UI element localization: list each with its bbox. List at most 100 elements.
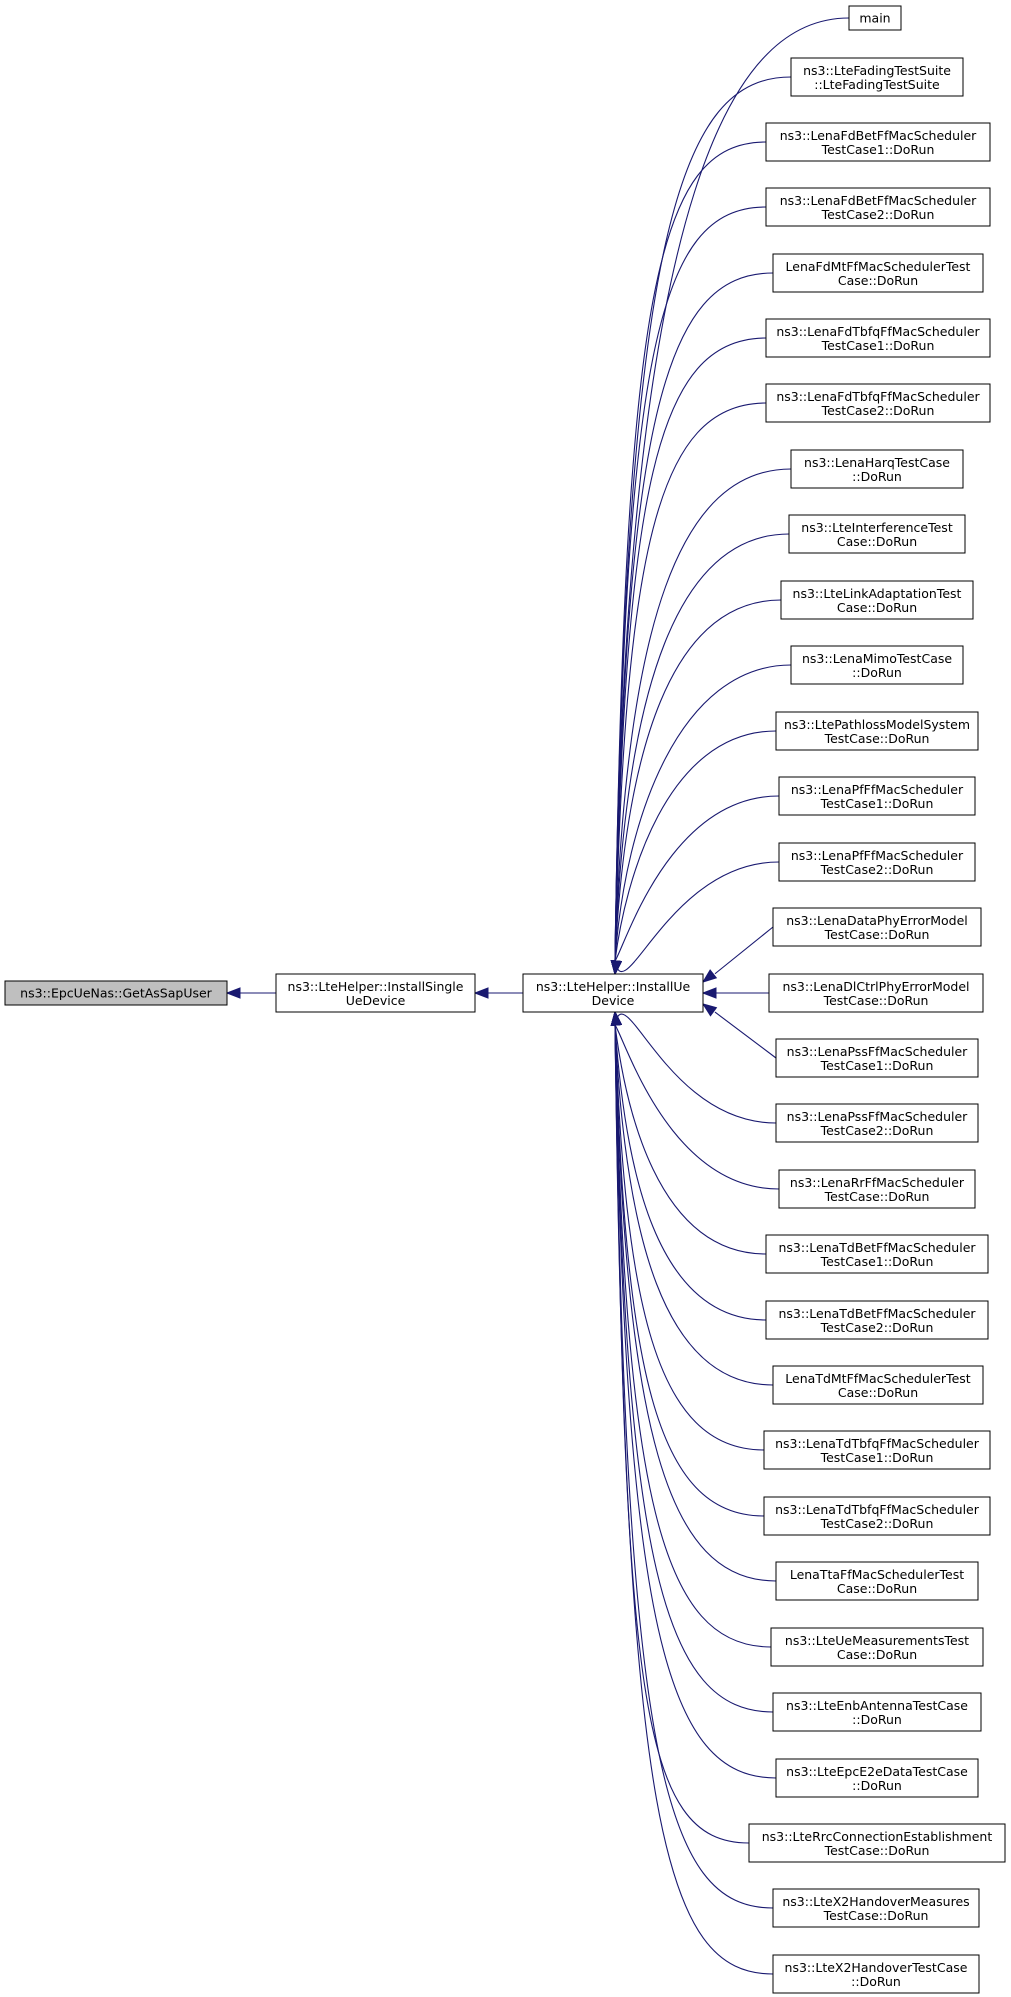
caller-node-ns3-lenapfffmacscheduler-testcase1-dorun-label-line-2: TestCase1::DoRun: [820, 796, 934, 811]
root-node-getassapuser[interactable]: ns3::EpcUeNas::GetAsSapUser: [4, 980, 228, 1006]
caller-node-ns3-lenafdbetffmacscheduler-testcase2-dorun-label-line-2: TestCase2::DoRun: [821, 207, 935, 222]
caller-node-ns3-lenatdbetffmacscheduler-testcase2-dorun[interactable]: ns3::LenaTdBetFfMacSchedulerTestCase2::D…: [765, 1300, 989, 1340]
caller-node-ns3-lenafdbetffmacscheduler-testcase2-dorun-label-line-1: ns3::LenaFdBetFfMacScheduler: [780, 193, 977, 208]
edge-caller-26: [614, 1024, 774, 1713]
node-installuedevice-label-line-2: Device: [592, 993, 635, 1008]
caller-node-ns3-lenapfffmacscheduler-testcase2-dorun-label-line-2: TestCase2::DoRun: [820, 862, 934, 877]
caller-node-ns3-lenatdbetffmacscheduler-testcase1-dorun-label-line-1: ns3::LenaTdBetFfMacScheduler: [778, 1240, 976, 1255]
caller-node-ns3-lenaharqtestcase-dorun-label-line-2: ::DoRun: [852, 469, 902, 484]
caller-node-ns3-lteenbantennatestcase-dorun-label-line-2: ::DoRun: [852, 1712, 902, 1727]
caller-node-ns3-lenamimotestcase-dorun-label-line-1: ns3::LenaMimoTestCase: [802, 651, 952, 666]
caller-node-ns3-lenatdbetffmacscheduler-testcase2-dorun-label-line-1: ns3::LenaTdBetFfMacScheduler: [778, 1306, 976, 1321]
caller-node-ns3-lenatdtbfqffmacscheduler-testcase1-dorun[interactable]: ns3::LenaTdTbfqFfMacSchedulerTestCase1::…: [763, 1430, 991, 1470]
caller-node-ns3-lenapssffmacscheduler-testcase1-dorun[interactable]: ns3::LenaPssFfMacSchedulerTestCase1::DoR…: [775, 1038, 979, 1078]
caller-node-ns3-ltepathlossmodelsystem-testcase-dorun[interactable]: ns3::LtePathlossModelSystemTestCase::DoR…: [775, 711, 979, 751]
caller-node-ns3-lterrcconnectionestablishment-testcase-dorun[interactable]: ns3::LteRrcConnectionEstablishmentTestCa…: [748, 1823, 1006, 1863]
caller-node-ns3-ltefadingtestsuite-ltefadingtestsuite[interactable]: ns3::LteFadingTestSuite::LteFadingTestSu…: [790, 57, 964, 97]
caller-node-ns3-ltepathlossmodelsystem-testcase-dorun-label-line-1: ns3::LtePathlossModelSystem: [784, 717, 970, 732]
arrowhead-caller-15: [701, 987, 717, 999]
caller-node-ns3-ltepathlossmodelsystem-testcase-dorun-label-line-2: TestCase::DoRun: [824, 731, 930, 746]
edge-caller-7: [614, 468, 792, 962]
caller-node-ns3-ltepathlossmodelsystem-testcase-dorun-box: [775, 711, 979, 751]
node-installsingleuedevice-label-line-1: ns3::LteHelper::InstallSingle: [288, 979, 464, 994]
caller-node-ns3-ltex2handovertestcase-dorun-label-line-2: ::DoRun: [851, 1974, 901, 1989]
caller-node-ns3-lenatdtbfqffmacscheduler-testcase2-dorun-label-line-1: ns3::LenaTdTbfqFfMacScheduler: [775, 1502, 980, 1517]
caller-node-lenafdmtffmacschedulertest-case-dorun-label-line-2: Case::DoRun: [838, 273, 918, 288]
edge-caller-30: [614, 1024, 774, 1975]
caller-node-ns3-lteinterferencetest-case-dorun-label-line-2: Case::DoRun: [837, 534, 917, 549]
caller-node-ns3-ltelinkadaptationtest-case-dorun-label-line-2: Case::DoRun: [837, 600, 917, 615]
caller-node-main[interactable]: main: [848, 5, 902, 31]
caller-node-ns3-lenatdtbfqffmacscheduler-testcase2-dorun-label-line-2: TestCase2::DoRun: [820, 1516, 934, 1531]
caller-node-ns3-lterrcconnectionestablishment-testcase-dorun-label-line-1: ns3::LteRrcConnectionEstablishment: [762, 1829, 993, 1844]
edge-caller-5: [614, 337, 767, 962]
caller-node-ns3-lenadlctrlphyerrormodel-testcase-dorun-label-line-2: TestCase::DoRun: [823, 993, 929, 1008]
caller-node-ns3-lenadataphyerrormodel-testcase-dorun[interactable]: ns3::LenaDataPhyErrorModelTestCase::DoRu…: [772, 907, 982, 947]
caller-node-ns3-lenaharqtestcase-dorun[interactable]: ns3::LenaHarqTestCase::DoRun: [790, 449, 964, 489]
caller-node-ns3-ltex2handovertestcase-dorun-box: [772, 1954, 980, 1994]
caller-node-ns3-lenapssffmacscheduler-testcase1-dorun-label-line-1: ns3::LenaPssFfMacScheduler: [787, 1044, 969, 1059]
caller-node-ns3-lenapfffmacscheduler-testcase2-dorun[interactable]: ns3::LenaPfFfMacSchedulerTestCase2::DoRu…: [778, 842, 976, 882]
caller-node-ns3-ltex2handovermeasures-testcase-dorun[interactable]: ns3::LteX2HandoverMeasuresTestCase::DoRu…: [772, 1888, 980, 1928]
caller-node-ns3-lteuemeasurementstest-case-dorun-label-line-2: Case::DoRun: [837, 1647, 917, 1662]
root-node-getassapuser-label-line-1: ns3::EpcUeNas::GetAsSapUser: [20, 986, 213, 1001]
caller-node-ns3-lenafdtbfqffmacscheduler-testcase2-dorun-label-line-2: TestCase2::DoRun: [821, 403, 935, 418]
node-installsingleuedevice-label-line-2: UeDevice: [346, 993, 406, 1008]
caller-node-ns3-lenatdbetffmacscheduler-testcase2-dorun-label-line-2: TestCase2::DoRun: [820, 1320, 934, 1335]
caller-node-ns3-lteinterferencetest-case-dorun-box: [788, 514, 966, 554]
caller-node-ns3-lenafdbetffmacscheduler-testcase1-dorun[interactable]: ns3::LenaFdBetFfMacSchedulerTestCase1::D…: [765, 122, 991, 162]
caller-node-ns3-lenarrffmacscheduler-testcase-dorun-label-line-1: ns3::LenaRrFfMacScheduler: [790, 1175, 965, 1190]
caller-node-ns3-lteuemeasurementstest-case-dorun-box: [770, 1627, 984, 1667]
edge-caller-17: [614, 1013, 777, 1124]
caller-node-ns3-lenapfffmacscheduler-testcase2-dorun-label-line-1: ns3::LenaPfFfMacScheduler: [791, 848, 964, 863]
caller-node-ns3-lteuemeasurementstest-case-dorun-label-line-1: ns3::LteUeMeasurementsTest: [785, 1633, 969, 1648]
caller-node-lenatdmtffmacschedulertest-case-dorun-label-line-2: Case::DoRun: [838, 1385, 918, 1400]
caller-node-ns3-lenapssffmacscheduler-testcase2-dorun-label-line-1: ns3::LenaPssFfMacScheduler: [787, 1109, 969, 1124]
caller-node-ns3-lterrcconnectionestablishment-testcase-dorun-label-line-2: TestCase::DoRun: [824, 1843, 930, 1858]
caller-node-lenafdmtffmacschedulertest-case-dorun-label-line-1: LenaFdMtFfMacSchedulerTest: [786, 259, 971, 274]
caller-node-ns3-lenadataphyerrormodel-testcase-dorun-box: [772, 907, 982, 947]
caller-node-ns3-lenafdtbfqffmacscheduler-testcase2-dorun[interactable]: ns3::LenaFdTbfqFfMacSchedulerTestCase2::…: [765, 383, 991, 423]
caller-node-ns3-lenadlctrlphyerrormodel-testcase-dorun[interactable]: ns3::LenaDlCtrlPhyErrorModelTestCase::Do…: [768, 973, 984, 1013]
caller-node-ns3-lenatdtbfqffmacscheduler-testcase2-dorun[interactable]: ns3::LenaTdTbfqFfMacSchedulerTestCase2::…: [763, 1496, 991, 1536]
caller-node-ns3-lenafdtbfqffmacscheduler-testcase1-dorun-box: [765, 318, 991, 358]
caller-node-ns3-lenafdtbfqffmacscheduler-testcase1-dorun[interactable]: ns3::LenaFdTbfqFfMacSchedulerTestCase1::…: [765, 318, 991, 358]
caller-node-ns3-lenapfffmacscheduler-testcase1-dorun[interactable]: ns3::LenaPfFfMacSchedulerTestCase1::DoRu…: [778, 776, 976, 816]
caller-node-ns3-lenatdbetffmacscheduler-testcase1-dorun[interactable]: ns3::LenaTdBetFfMacSchedulerTestCase1::D…: [765, 1234, 989, 1274]
edge-caller-29: [614, 1024, 774, 1909]
caller-node-ns3-lenafdtbfqffmacscheduler-testcase1-dorun-label-line-2: TestCase1::DoRun: [821, 338, 935, 353]
edge-caller-2: [614, 141, 767, 962]
caller-node-ns3-lteepce2edatatestcase-dorun[interactable]: ns3::LteEpcE2eDataTestCase::DoRun: [775, 1758, 979, 1798]
caller-node-ns3-ltex2handovermeasures-testcase-dorun-label-line-2: TestCase::DoRun: [823, 1908, 929, 1923]
edge-caller-24: [614, 1024, 777, 1582]
caller-node-ns3-lteenbantennatestcase-dorun[interactable]: ns3::LteEnbAntennaTestCase::DoRun: [772, 1692, 982, 1732]
caller-node-lenatdmtffmacschedulertest-case-dorun-label-line-1: LenaTdMtFfMacSchedulerTest: [785, 1371, 970, 1386]
caller-node-ns3-lenamimotestcase-dorun[interactable]: ns3::LenaMimoTestCase::DoRun: [790, 645, 964, 685]
caller-node-ns3-ltefadingtestsuite-ltefadingtestsuite-box: [790, 57, 964, 97]
caller-node-ns3-ltex2handovertestcase-dorun[interactable]: ns3::LteX2HandoverTestCase::DoRun: [772, 1954, 980, 1994]
edge-caller-3: [614, 206, 767, 962]
caller-node-ns3-ltex2handovermeasures-testcase-dorun-box: [772, 1888, 980, 1928]
edges-layer: [225, 17, 850, 1975]
caller-node-ns3-lenadlctrlphyerrormodel-testcase-dorun-box: [768, 973, 984, 1013]
caller-node-lenatdmtffmacschedulertest-case-dorun-box: [772, 1365, 984, 1405]
arrowhead-installsingle: [473, 987, 489, 999]
edge-caller-22: [614, 1024, 765, 1451]
caller-node-ns3-lenapfffmacscheduler-testcase1-dorun-label-line-1: ns3::LenaPfFfMacScheduler: [791, 782, 964, 797]
arrowhead-caller-16: [701, 1003, 718, 1017]
edge-caller-19: [614, 1024, 767, 1255]
caller-node-ns3-lenaharqtestcase-dorun-label-line-1: ns3::LenaHarqTestCase: [804, 455, 950, 470]
caller-node-ns3-lenapssffmacscheduler-testcase2-dorun[interactable]: ns3::LenaPssFfMacSchedulerTestCase2::DoR…: [775, 1103, 979, 1143]
caller-node-ns3-lenafdbetffmacscheduler-testcase2-dorun[interactable]: ns3::LenaFdBetFfMacSchedulerTestCase2::D…: [765, 187, 991, 227]
caller-node-ns3-lteenbantennatestcase-dorun-box: [772, 1692, 982, 1732]
